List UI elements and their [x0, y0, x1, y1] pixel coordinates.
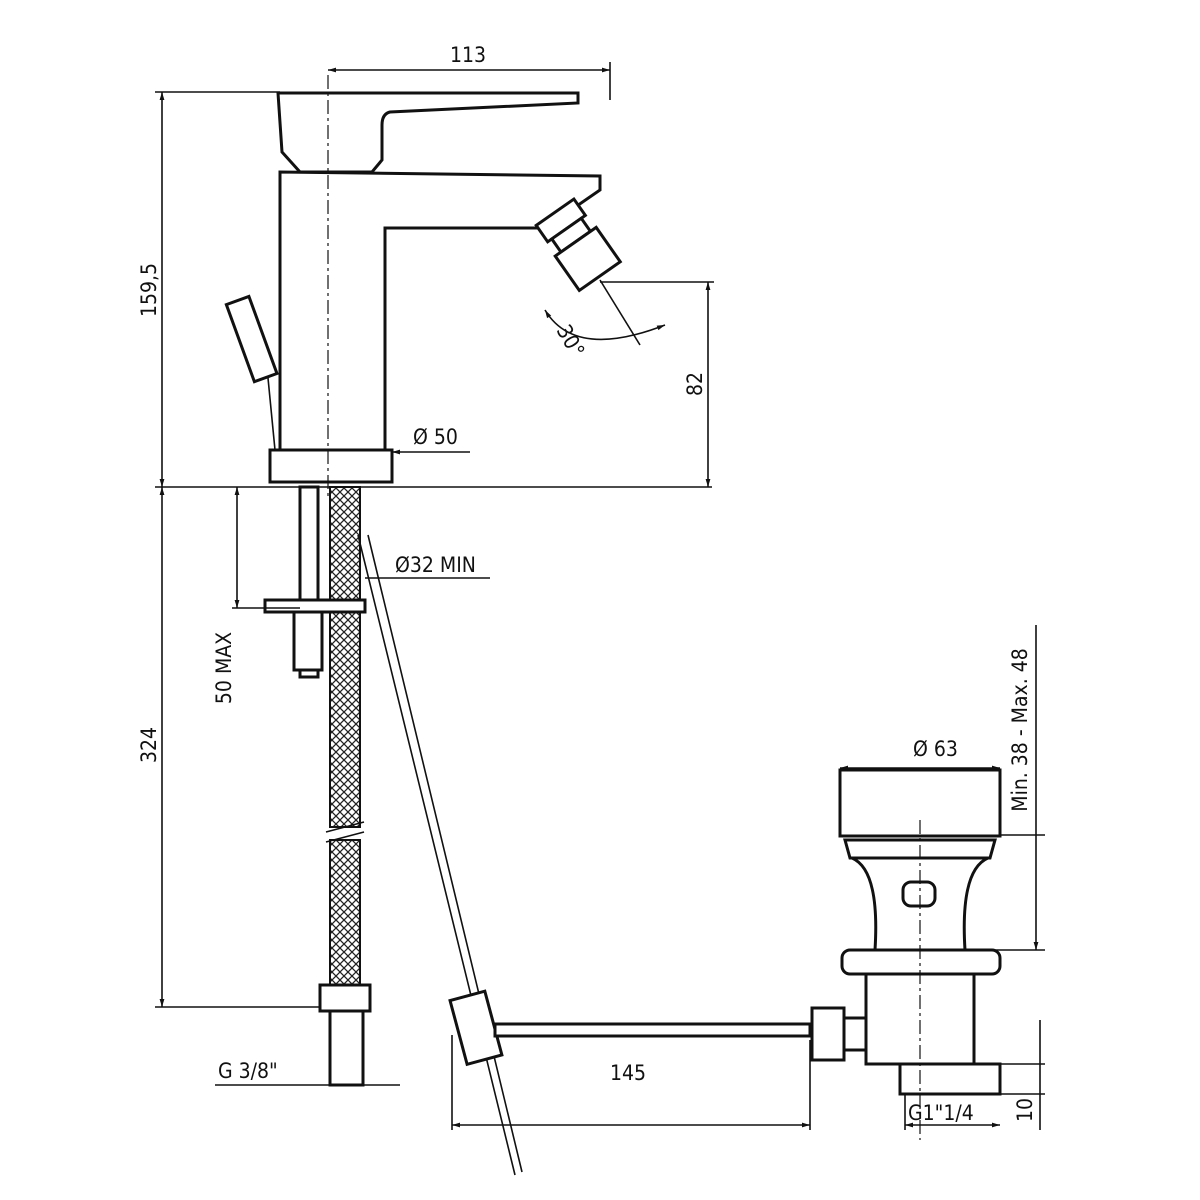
dim-rod-length-label: 145: [610, 1061, 646, 1085]
threaded-rod: [263, 485, 367, 679]
aerator-nozzle: [534, 196, 623, 293]
dim-tail-length: 10: [1000, 1020, 1045, 1130]
dim-rod-length: 145: [451, 1035, 811, 1130]
dim-hole-diameter: Ø32 MIN: [365, 553, 490, 579]
dim-inlet-thread-label: G 3/8": [218, 1059, 278, 1083]
dim-height-label: 159,5: [137, 263, 161, 317]
dim-waste-diameter: Ø 63: [840, 737, 1000, 771]
mixer-body: [224, 75, 623, 500]
dim-waste-diameter-label: Ø 63: [913, 737, 958, 761]
dim-width: 113: [328, 43, 611, 100]
dim-angle: 30°: [544, 279, 666, 362]
dim-waste-thread: G1"1/4: [904, 1094, 1000, 1130]
dim-spout-height-label: 82: [683, 372, 707, 396]
dim-waste-thread-label: G1"1/4: [908, 1101, 974, 1125]
dim-hose-length: 324: [137, 487, 320, 1008]
dim-spout-height: 82: [600, 281, 714, 487]
dim-max-thickness-label: 50 MAX: [212, 632, 236, 704]
dim-waste-range-label: Min. 38 - Max. 48: [1008, 648, 1032, 811]
dim-waste-range: Min. 38 - Max. 48: [975, 625, 1045, 951]
supply-hose: [318, 486, 372, 1087]
base-plate: [268, 448, 394, 484]
waste-assembly: [810, 768, 1002, 1140]
dim-hole-diameter-label: Ø32 MIN: [395, 553, 476, 577]
popup-rod: [357, 534, 812, 1176]
popup-knob: [224, 294, 279, 384]
dim-tail-length-label: 10: [1013, 1098, 1037, 1122]
dim-base-diameter: Ø 50: [392, 425, 470, 455]
dim-hose-length-label: 324: [137, 727, 161, 763]
lever-handle: [276, 91, 580, 174]
dim-height: 159,5: [137, 91, 280, 487]
dim-base-diameter-label: Ø 50: [413, 425, 458, 449]
dim-width-label: 113: [450, 43, 486, 67]
dim-angle-label: 30°: [552, 321, 590, 362]
dim-max-thickness: 50 MAX: [212, 487, 300, 704]
dim-inlet-thread: G 3/8": [215, 1059, 400, 1086]
